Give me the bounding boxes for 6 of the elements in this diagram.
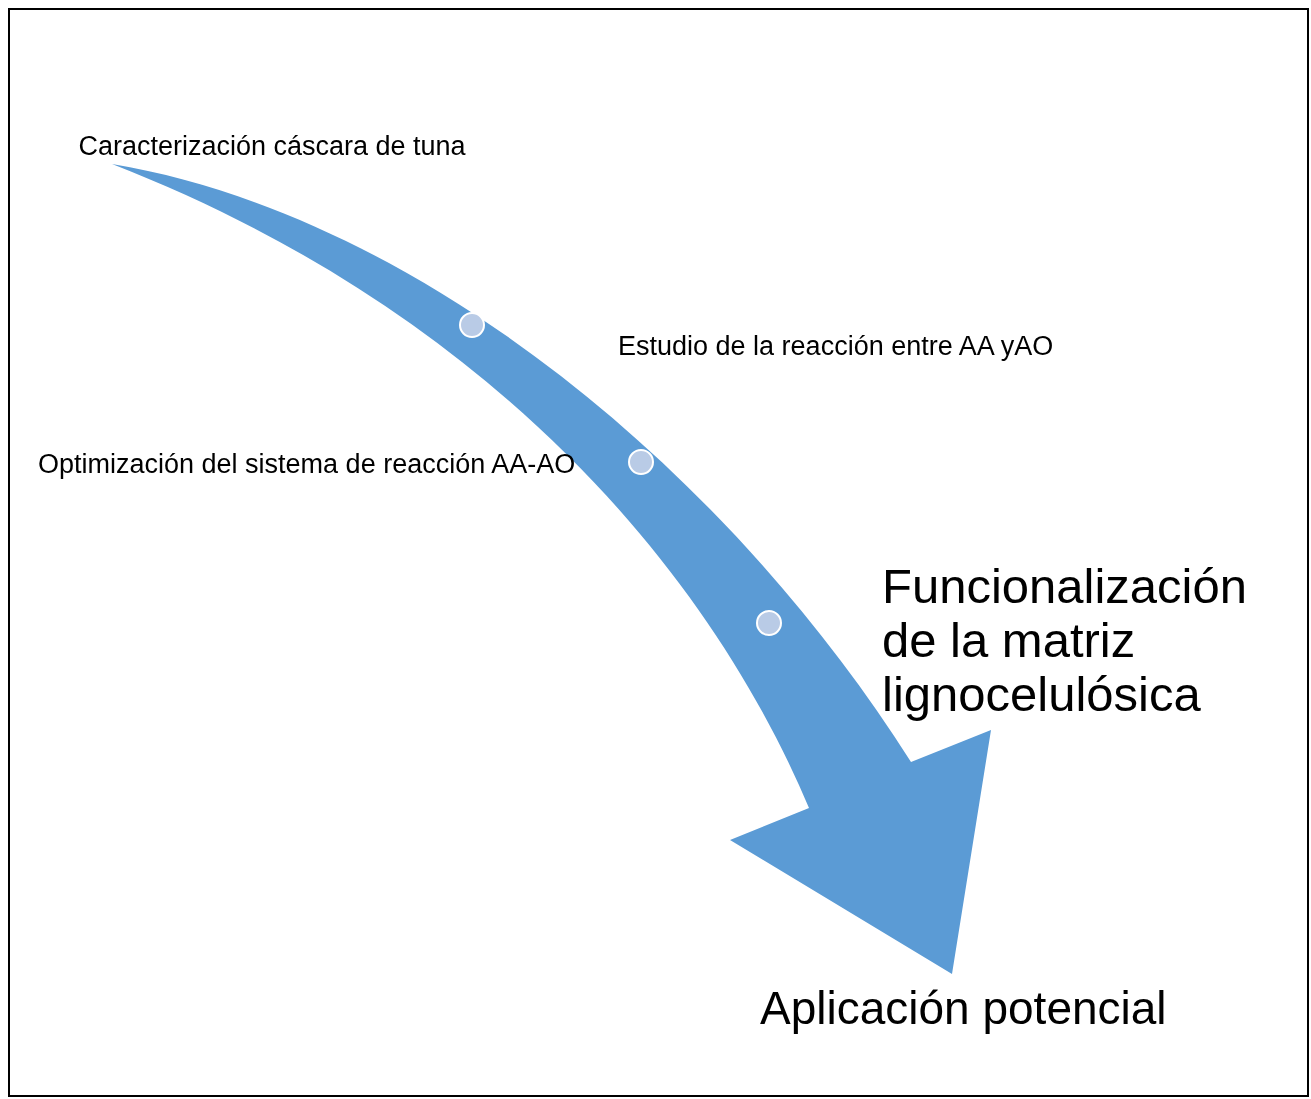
- step-label: Optimización del sistema de reacción AA-AO: [38, 448, 598, 482]
- curved-arrow: [112, 164, 991, 974]
- step-label: Estudio de la reacción entre AA yAO: [618, 330, 1178, 364]
- step-label: Caracterización cáscara de tuna: [72, 130, 472, 164]
- step-label: Funcionalización de la matriz lignocelulósica: [882, 560, 1302, 722]
- step-label: Aplicación potencial: [760, 980, 1240, 1038]
